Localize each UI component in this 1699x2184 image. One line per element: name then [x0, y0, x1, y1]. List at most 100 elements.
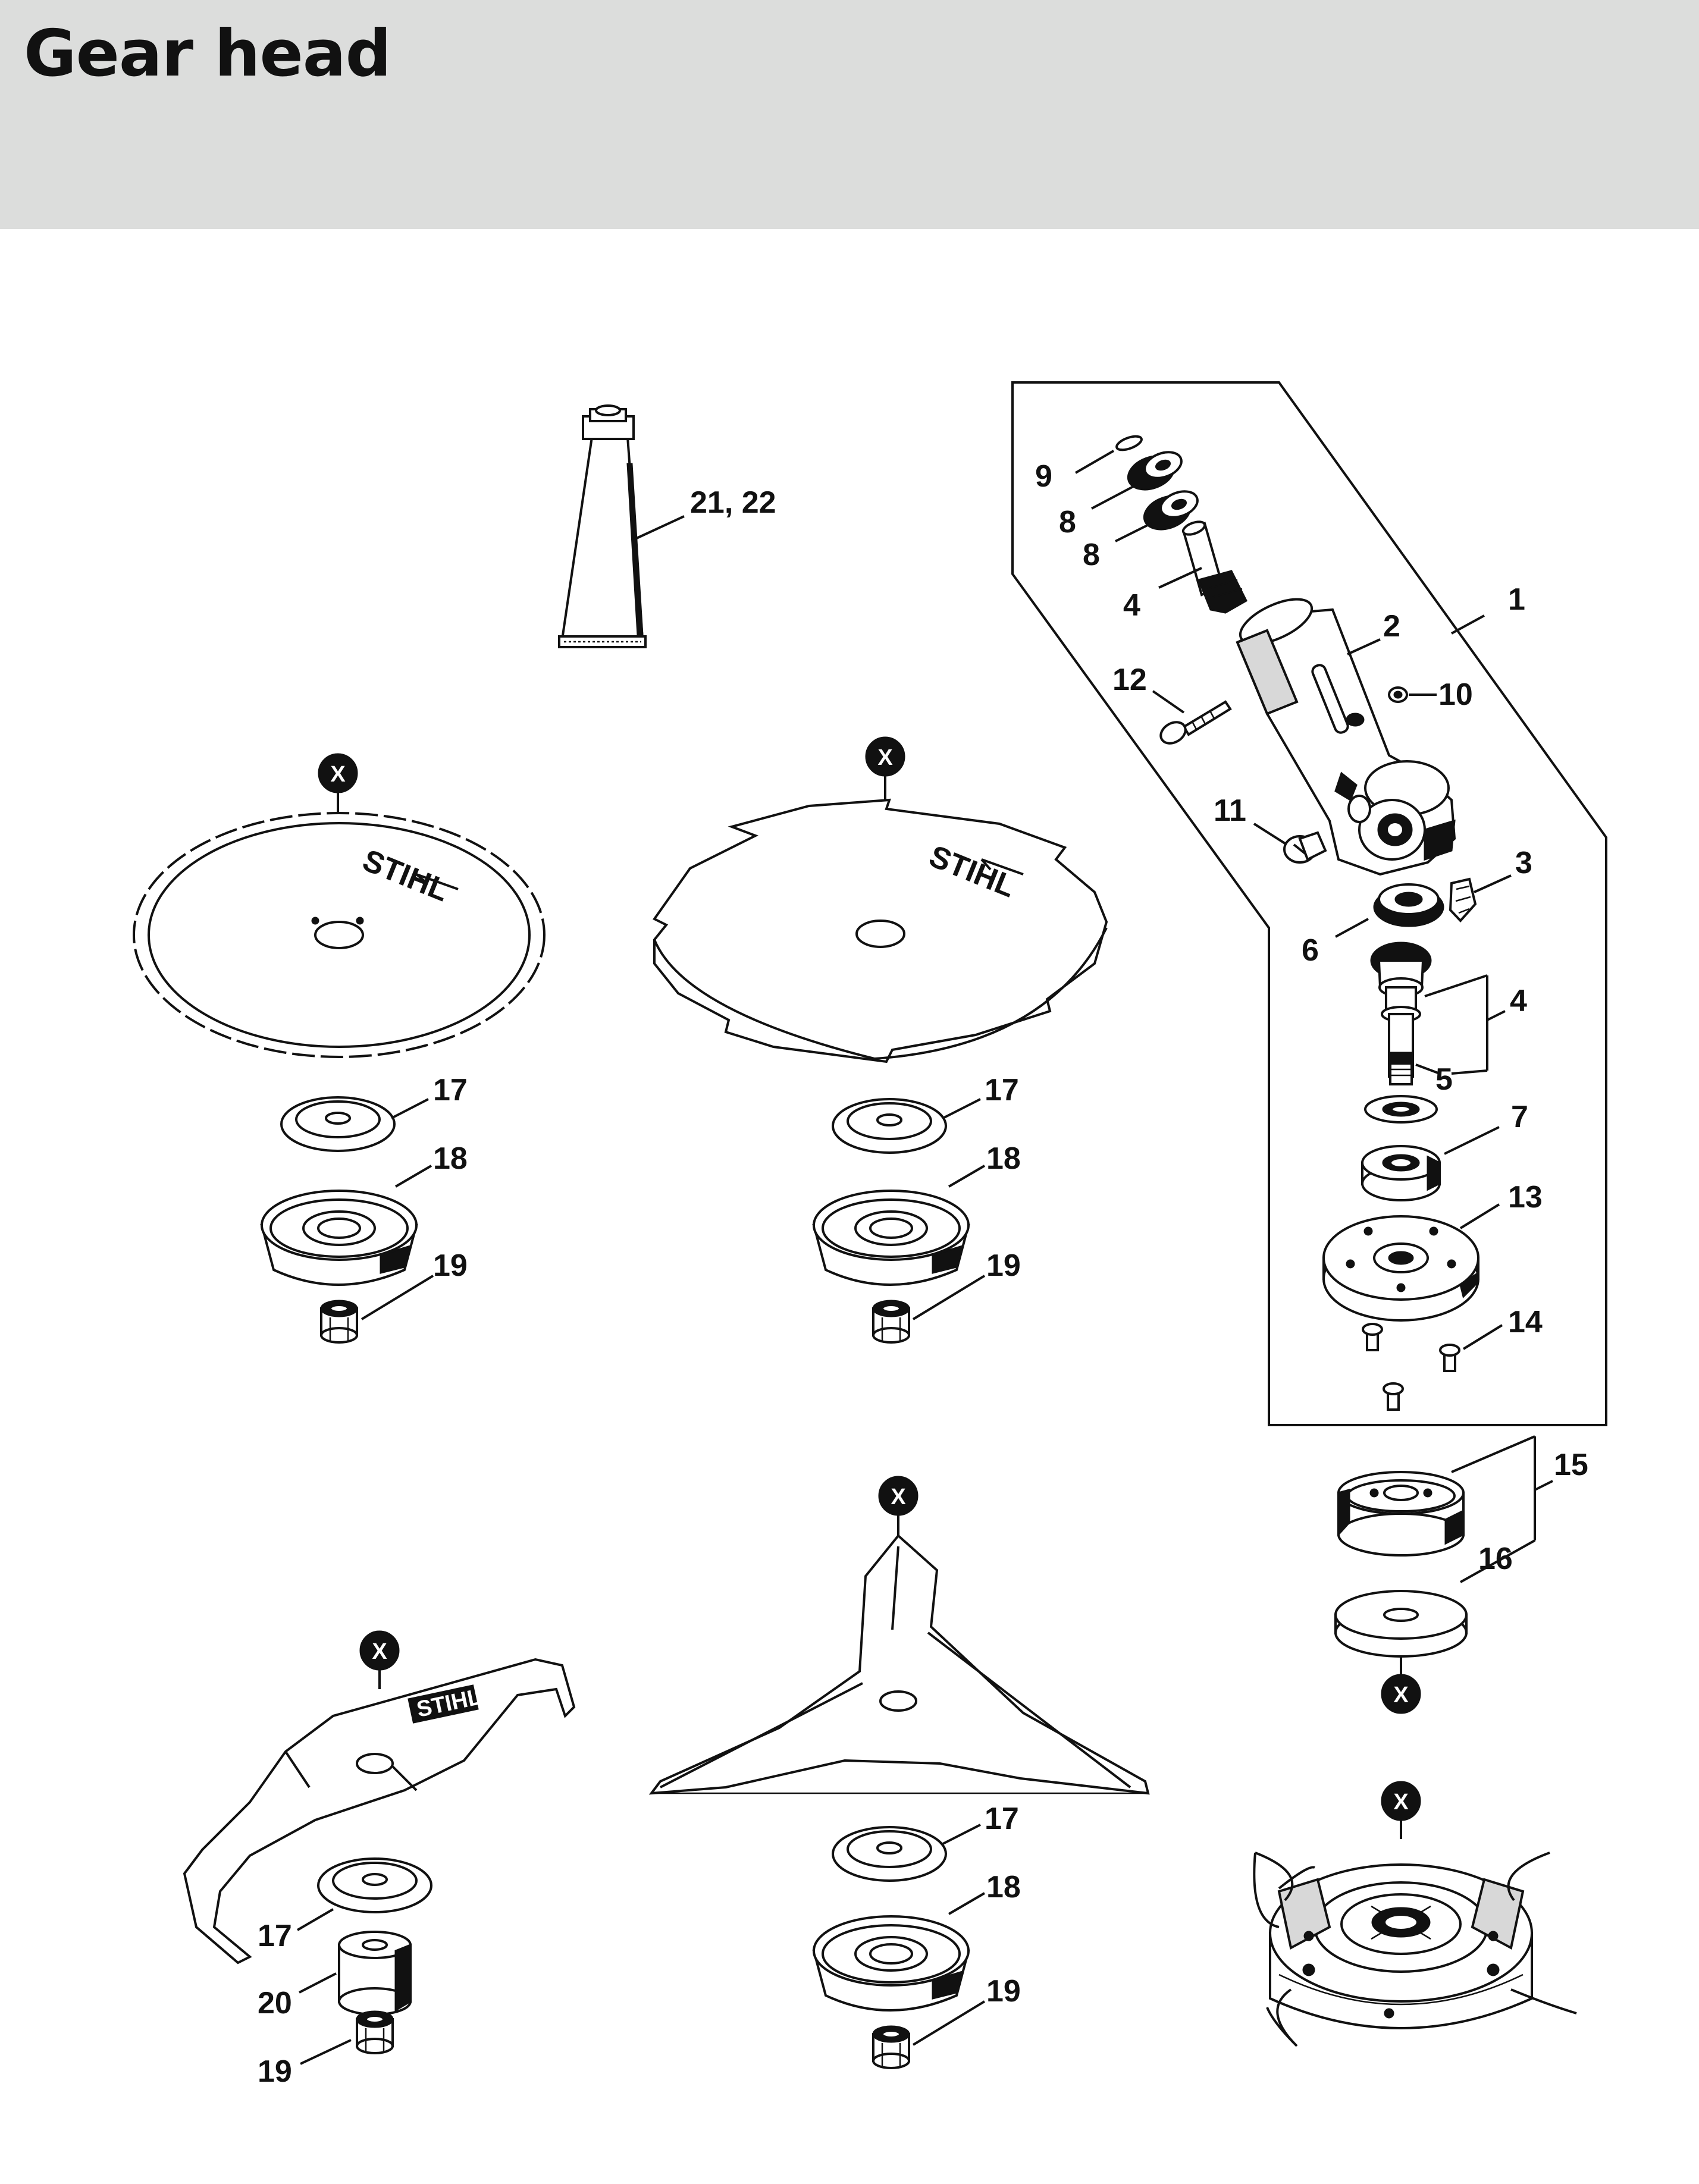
leader-19b: [912, 1275, 986, 1320]
leader-8a: [1091, 485, 1134, 510]
svg-text:X: X: [330, 762, 346, 787]
callout-18a: 18: [433, 1141, 468, 1176]
mounting-nut-19c: [356, 2010, 394, 2054]
four-tooth-blade: STIHL: [653, 798, 1108, 1063]
svg-text:X: X: [1393, 1683, 1409, 1708]
callout-1: 1: [1508, 582, 1525, 617]
thrust-plate-18a: [260, 1190, 418, 1286]
screw-plug-11: [1283, 831, 1327, 864]
svg-text:X: X: [372, 1639, 387, 1664]
leader-17c: [296, 1908, 334, 1931]
callout-11: 11: [1214, 793, 1246, 828]
callout-17b: 17: [985, 1073, 1019, 1107]
callout-19d: 19: [986, 1974, 1021, 2009]
mounting-nut-19a: [320, 1300, 358, 1344]
leader-15a: [1451, 1435, 1535, 1473]
callout-12: 12: [1112, 663, 1147, 697]
callout-21-22: 21, 22: [690, 485, 776, 520]
callout-17c: 17: [258, 1919, 292, 1953]
leader-4b-mid: [1487, 1010, 1506, 1021]
gear-shaft-4: [1370, 942, 1432, 1085]
three-tooth-blade: [648, 1534, 1150, 1795]
callout-15: 15: [1554, 1448, 1588, 1482]
callout-20: 20: [258, 1986, 292, 2020]
leader-11: [1253, 823, 1286, 845]
leader-2122: [636, 515, 685, 539]
callout-19b: 19: [986, 1248, 1021, 1283]
brush-knife: STIHL: [183, 1658, 576, 1965]
callout-14: 14: [1508, 1305, 1543, 1339]
leader-9: [1074, 450, 1115, 474]
assembly-outline: [1011, 381, 1607, 1426]
mowing-head: [1253, 1852, 1577, 2047]
callout-4b: 4: [1510, 984, 1527, 1018]
leader-18c: [948, 1892, 986, 1915]
thrust-washer-17b: [832, 1098, 947, 1154]
mounting-nut-19b: [872, 1300, 910, 1344]
spacer-20: [338, 1931, 412, 2016]
ball-bearing-8b: [1143, 490, 1199, 531]
thrust-washer-17c: [317, 1857, 432, 1913]
svg-text:X: X: [877, 745, 893, 770]
leader-17b: [942, 1098, 981, 1119]
leader-4b-bot: [1451, 1069, 1488, 1075]
callout-4a: 4: [1123, 588, 1140, 623]
leader-13: [1459, 1203, 1500, 1229]
callout-5: 5: [1435, 1062, 1453, 1097]
x-marker-brush-knife: X: [359, 1630, 400, 1689]
circular-saw-blade: STIHL: [133, 812, 546, 1058]
thrust-washer-17a: [280, 1096, 396, 1152]
leader-19d: [912, 2000, 986, 2046]
x-marker-trimmer: X: [1381, 1656, 1421, 1714]
leader-18a: [394, 1165, 432, 1188]
leader-17a: [391, 1098, 429, 1119]
leader-20: [299, 1972, 337, 1994]
ball-bearing-7: [1361, 1145, 1441, 1201]
leader-2: [1347, 638, 1381, 655]
leader-16: [1460, 1539, 1535, 1583]
leader-15-mid: [1534, 1480, 1553, 1491]
gear-housing-2: [1236, 598, 1456, 876]
leader-14: [1462, 1324, 1503, 1350]
washer-16: [1334, 1590, 1468, 1658]
circlip-9: [1115, 435, 1143, 451]
page-title: Gear head: [24, 17, 391, 91]
callout-13: 13: [1508, 1180, 1543, 1215]
callout-6: 6: [1302, 933, 1319, 968]
leader-7: [1444, 1126, 1500, 1155]
thrust-washer-17d: [832, 1826, 947, 1882]
leader-19a: [361, 1275, 434, 1320]
x-marker-three-tooth-blade: X: [878, 1476, 919, 1536]
leader-3: [1474, 874, 1512, 893]
thrust-plate-15: [1337, 1471, 1465, 1557]
leader-4a: [1158, 567, 1202, 589]
leader-4b-top: [1424, 974, 1488, 997]
leader-19c: [300, 2039, 352, 2065]
callout-8b: 8: [1083, 538, 1100, 572]
leader-12: [1152, 690, 1185, 714]
callout-10: 10: [1438, 677, 1473, 712]
leader-6: [1335, 918, 1369, 938]
callout-7: 7: [1511, 1100, 1528, 1134]
mounting-nut-19d: [872, 2025, 910, 2069]
thrust-plate-18c: [812, 1915, 970, 2012]
callout-9: 9: [1035, 459, 1052, 494]
callout-17a: 17: [433, 1073, 468, 1107]
callout-18c: 18: [986, 1870, 1021, 1904]
ball-bearing-8a: [1127, 451, 1183, 491]
leader-5: [1415, 1063, 1440, 1075]
screw-12: [1159, 700, 1232, 745]
leader-17d: [942, 1824, 981, 1845]
flange-13: [1322, 1215, 1479, 1322]
ball-bearing-6: [1373, 883, 1444, 927]
header-bar: Gear head: [0, 0, 1699, 229]
x-marker-four-tooth-blade: X: [865, 736, 905, 800]
nut-10: [1388, 686, 1408, 703]
clip-3: [1449, 877, 1477, 922]
callout-19c: 19: [258, 2054, 292, 2089]
washer-5: [1364, 1095, 1438, 1124]
callout-19a: 19: [433, 1248, 468, 1283]
leader-1: [1451, 614, 1485, 635]
callout-8a: 8: [1059, 505, 1076, 539]
